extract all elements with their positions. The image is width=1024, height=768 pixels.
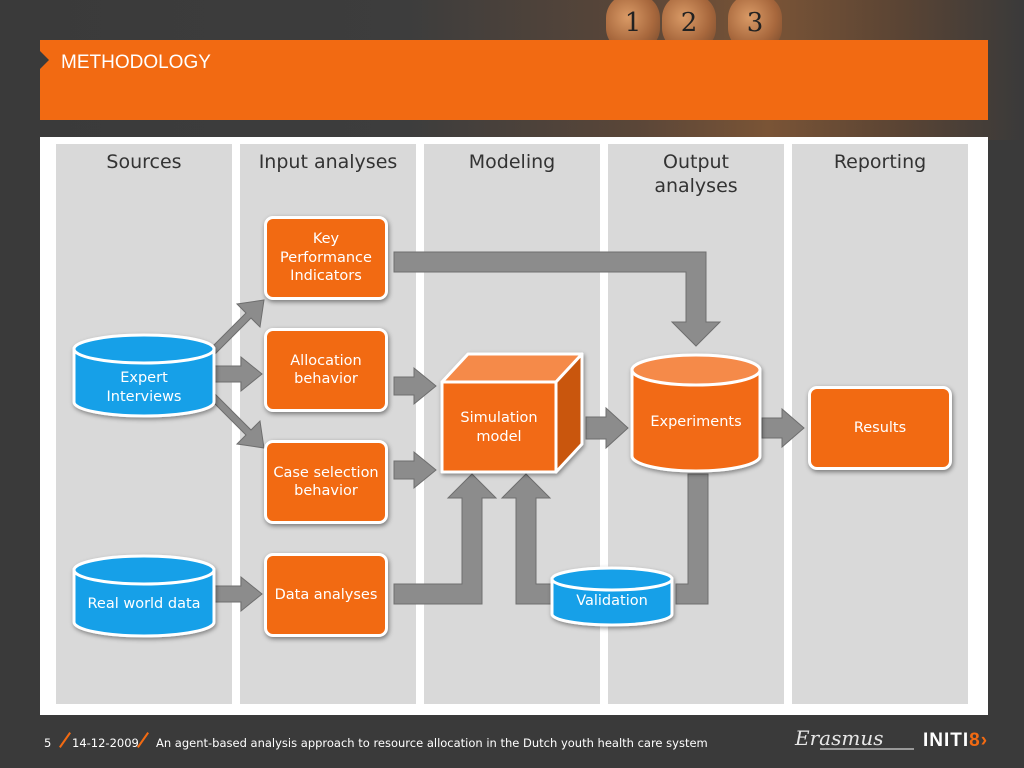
lane-title-input-analyses: Input analyses [258, 151, 398, 173]
lane-title-modeling: Modeling [468, 151, 556, 173]
cylinder-experiments [630, 353, 762, 473]
node-simulation-model: Simulation model [460, 410, 538, 445]
arrow-kpi-to-experiments [393, 251, 722, 347]
node-allocation-behavior: Allocation behavior [264, 328, 388, 412]
arrow-allocation-to-simulation [393, 366, 437, 406]
footer-caption: An agent-based analysis approach to reso… [156, 736, 708, 750]
arrow-expert-to-case-selection [206, 390, 265, 449]
slide-title: METHODOLOGY [61, 52, 211, 73]
node-data-analyses: Data analyses [264, 553, 388, 637]
initi8-logo: INITI8› [923, 730, 988, 752]
cylinder-real-world-data [72, 554, 216, 638]
arrow-data-analyses-to-simulation [393, 473, 498, 605]
node-results: Results [808, 386, 952, 470]
cylinder-validation [550, 566, 674, 627]
initi8-logo-text: INITI [923, 730, 970, 751]
node-validation: Validation [576, 593, 648, 609]
cube-simulation-model [440, 352, 584, 474]
footer-page-number: 5 [44, 736, 52, 750]
arrow-validation-to-simulation [500, 473, 557, 605]
arrow-realworld-to-data-analyses [212, 575, 263, 613]
lane-title-output-analyses: Output analyses [654, 151, 738, 197]
initi8-chevron-icon: › [980, 730, 989, 751]
arrow-expert-to-allocation [212, 355, 263, 393]
lane-title-reporting: Reporting [833, 151, 927, 173]
node-case-selection-behavior: Case selection behavior [264, 440, 388, 524]
footer-date: 14-12-2009 [72, 736, 139, 750]
node-expert-interviews: Expert Interviews [106, 370, 182, 405]
arrow-expert-to-kpi [206, 299, 265, 358]
lane-title-sources: Sources [106, 151, 182, 173]
erasmus-logo: Erasmus [795, 726, 884, 750]
node-real-world-data: Real world data [87, 596, 201, 612]
title-notch [40, 51, 49, 69]
cylinder-expert-interviews [72, 333, 216, 418]
arrow-simulation-to-experiments [585, 406, 629, 450]
title-bar [40, 40, 988, 120]
arrow-case-selection-to-simulation [393, 450, 437, 490]
erasmus-logo-underline [820, 748, 914, 750]
arrow-experiments-to-results [761, 407, 805, 449]
node-experiments: Experiments [650, 414, 742, 430]
initi8-logo-digit: 8 [969, 730, 981, 751]
arrow-experiments-to-validation [675, 473, 709, 605]
node-kpi: Key Performance Indicators [264, 216, 388, 300]
